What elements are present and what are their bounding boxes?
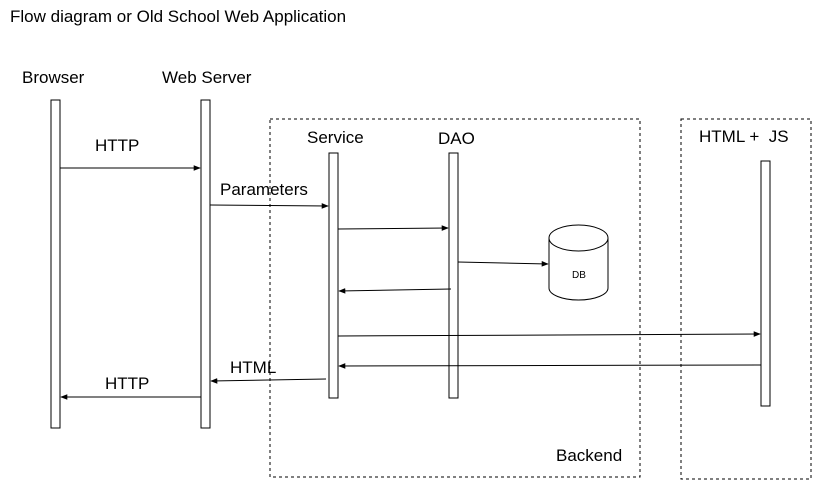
- participant-web-server-label: Web Server: [162, 68, 252, 87]
- client-group-box: [680, 118, 812, 480]
- parameters-arrow: [209, 203, 329, 209]
- http-request-label: HTTP: [95, 136, 139, 155]
- participant-service-label: Service: [307, 128, 364, 147]
- dao-lifeline: [448, 152, 459, 399]
- dao-to-db-arrow: [457, 261, 549, 267]
- participant-browser-label: Browser: [22, 68, 85, 87]
- web-server-lifeline: [200, 99, 211, 429]
- client-to-service-arrow: [338, 363, 762, 369]
- html-response-arrow: [210, 378, 327, 384]
- html-response-label: HTML: [230, 358, 276, 377]
- participant-dao-label: DAO: [438, 129, 475, 148]
- diagram-title: Flow diagram or Old School Web Applicati…: [10, 7, 346, 26]
- service-to-dao-arrow: [337, 225, 449, 231]
- browser-lifeline: [50, 99, 61, 429]
- dao-to-service-arrow: [338, 288, 452, 294]
- backend-group-box: [269, 118, 641, 478]
- database-label: DB: [572, 270, 586, 281]
- client-lifeline: [760, 160, 771, 407]
- participant-client-label: HTML + JS: [699, 127, 789, 146]
- service-to-client-arrow: [337, 331, 761, 337]
- http-response-label: HTTP: [105, 374, 149, 393]
- backend-group-label: Backend: [556, 446, 622, 465]
- database-cylinder: DB: [548, 224, 609, 301]
- parameters-label: Parameters: [220, 180, 308, 199]
- service-lifeline: [328, 152, 339, 399]
